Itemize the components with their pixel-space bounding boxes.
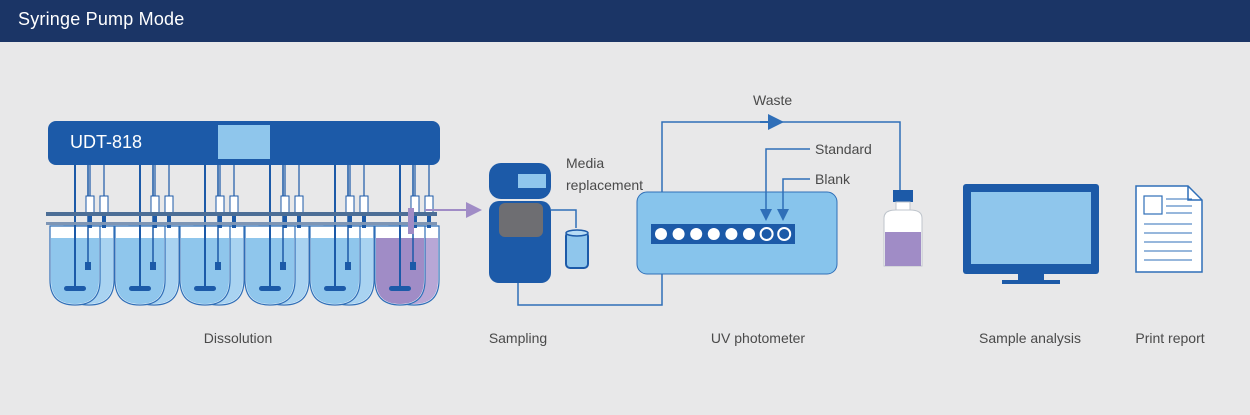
syringe-barrel: [359, 195, 369, 215]
vessel-cover: [111, 212, 177, 216]
media-replacement-label-line2: replacement: [566, 177, 643, 193]
udt-818-display: [218, 125, 270, 159]
probe-filter: [280, 262, 286, 270]
waste-label: Waste: [753, 92, 792, 108]
stir-paddle: [129, 286, 151, 291]
syringe-plunger: [413, 214, 417, 228]
report-document: [1135, 185, 1203, 273]
bottle-cap: [893, 190, 913, 202]
sample-cell: [690, 228, 703, 240]
syringe-plunger: [297, 214, 301, 228]
syringe-barrel: [150, 195, 160, 215]
vessel-rim: [176, 222, 242, 225]
stir-paddle: [64, 286, 86, 291]
media-line: [551, 209, 577, 228]
probe-filter: [150, 262, 156, 270]
syringe-barrel: [164, 195, 174, 215]
sample-cell: [725, 228, 738, 240]
syringe-plunger: [102, 214, 106, 228]
stir-paddle: [259, 286, 281, 291]
stir-paddle: [389, 286, 411, 291]
vessel-rim: [306, 222, 372, 225]
vessel-cover: [371, 212, 437, 216]
probe-filter: [85, 262, 91, 270]
standard-line: [760, 148, 810, 221]
bottle-neck: [895, 201, 911, 211]
sample-cell: [707, 228, 720, 240]
syringe-barrel: [424, 195, 434, 215]
vessel-cover: [176, 212, 242, 216]
monitor-stand: [1018, 274, 1044, 280]
monitor-screen: [971, 192, 1091, 264]
vessel-cover: [306, 212, 372, 216]
syringe-plunger: [218, 214, 222, 228]
syringe-plunger: [427, 214, 431, 228]
page-title: Syringe Pump Mode: [18, 9, 185, 29]
sample-cell: [672, 228, 685, 240]
document-image: [1143, 195, 1163, 215]
syringe-barrel: [215, 195, 225, 215]
analysis-computer: [963, 184, 1099, 284]
sampler-unit: [489, 163, 589, 283]
syringe-barrel: [229, 195, 239, 215]
sampler-top-display: [518, 174, 546, 188]
syringe-plunger: [348, 214, 352, 228]
waste-bottle: [883, 190, 923, 267]
stage-label-sample-analysis: Sample analysis: [979, 330, 1081, 346]
vessel-bank: [46, 165, 440, 306]
vessel-rim: [111, 222, 177, 225]
media-replacement-label-line1: Media: [566, 155, 604, 171]
blank-line: [777, 178, 810, 221]
header-bar: Syringe Pump Mode: [0, 0, 1250, 42]
stage-label-sampling: Sampling: [489, 330, 547, 346]
sampler-window: [499, 203, 543, 237]
vessel-cover: [241, 212, 307, 216]
sample-cell: [655, 228, 667, 240]
reference-cell: [759, 227, 774, 241]
reference-cell: [777, 227, 792, 241]
cell-positions: [655, 227, 792, 241]
stage-label-dissolution: Dissolution: [204, 330, 272, 346]
syringe-barrel: [99, 195, 109, 215]
uv-photometer: [636, 191, 838, 275]
document-fold: [1187, 186, 1202, 201]
media-beaker-rim: [565, 229, 589, 237]
syringe-plunger: [362, 214, 366, 228]
workflow-diagram: UDT-818 Media replacement Waste Standard…: [46, 92, 1205, 346]
active-sampling-probe: [408, 208, 414, 234]
syringe-plunger: [88, 214, 92, 228]
syringe-barrel: [345, 195, 355, 215]
stir-paddle: [324, 286, 346, 291]
syringe-barrel: [85, 195, 95, 215]
bottle-liquid: [885, 232, 921, 266]
media-beaker: [565, 231, 589, 269]
diagram-canvas: UDT-818 Media replacement Waste Standard…: [0, 42, 1250, 410]
dissolution-station: UDT-818: [46, 121, 440, 306]
syringe-barrel: [294, 195, 304, 215]
vessel-rim: [46, 222, 112, 225]
standard-label: Standard: [815, 141, 872, 157]
monitor-base: [1002, 280, 1060, 284]
cell-tray: [651, 224, 795, 244]
syringe-plunger: [232, 214, 236, 228]
stage-label-print-report: Print report: [1135, 330, 1204, 346]
sample-cell: [743, 228, 755, 240]
probe-filter: [345, 262, 351, 270]
syringe-plunger: [167, 214, 171, 228]
stage-label-uv-photometer: UV photometer: [711, 330, 805, 346]
syringe-plunger: [153, 214, 157, 228]
syringe-barrel: [280, 195, 290, 215]
stir-paddle: [194, 286, 216, 291]
device-label: UDT-818: [70, 132, 142, 152]
blank-label: Blank: [815, 171, 851, 187]
vessel-cover: [46, 212, 112, 216]
probe-filter: [410, 262, 416, 270]
probe-filter: [215, 262, 221, 270]
vessel-rim: [371, 222, 437, 225]
vessel-rim: [241, 222, 307, 225]
syringe-plunger: [283, 214, 287, 228]
